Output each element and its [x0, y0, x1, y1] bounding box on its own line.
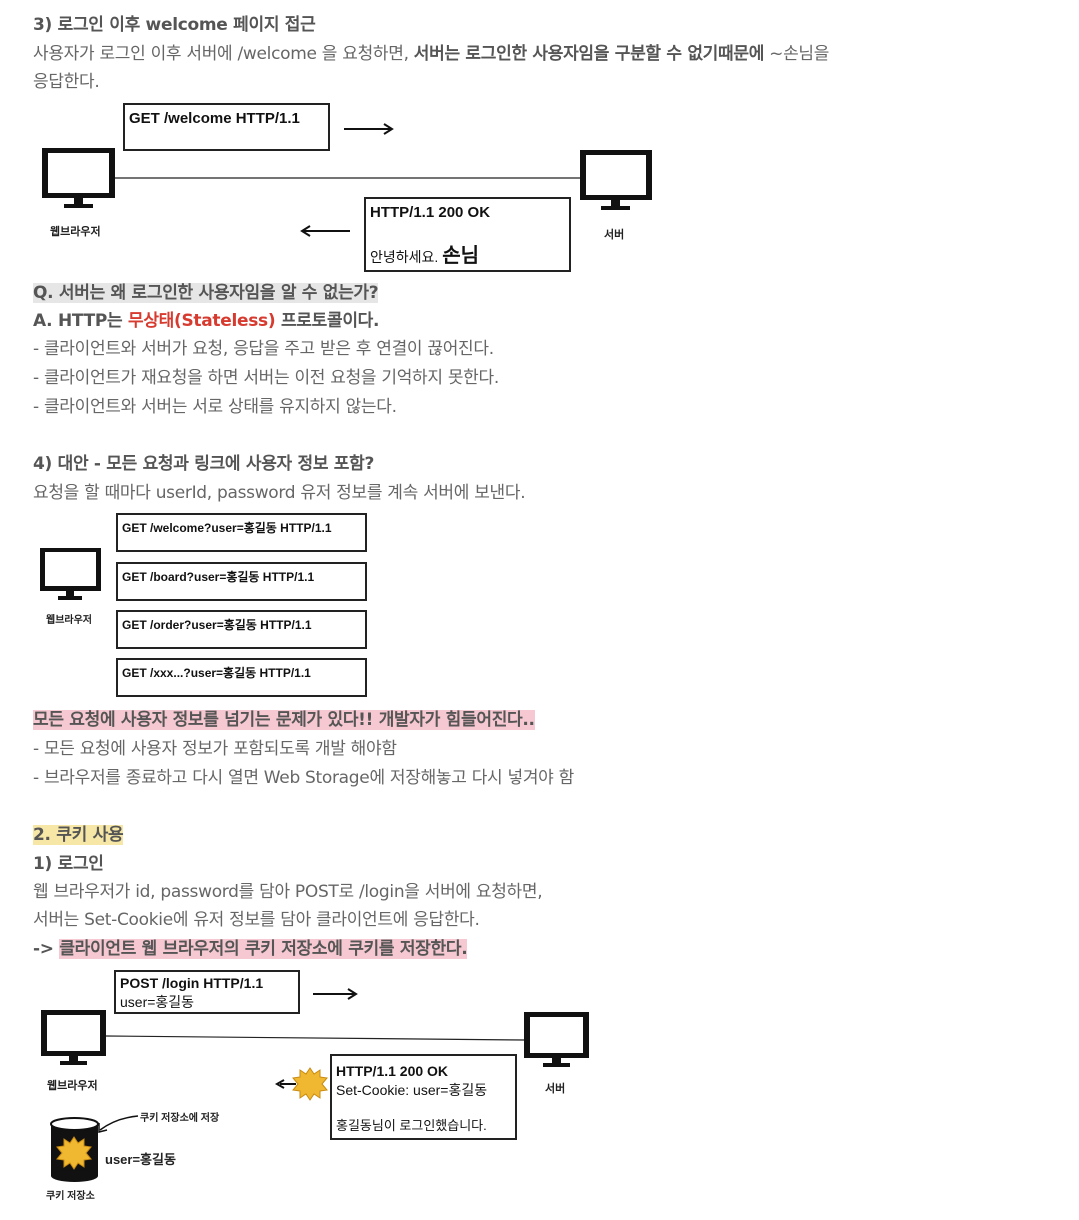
request-text: GET /xxx...?user=홍길동 HTTP/1.1	[122, 666, 311, 680]
arrow-right-icon	[344, 123, 394, 135]
question: Q. 서버는 왜 로그인한 사용자임을 알 수 없는가?	[33, 281, 379, 305]
paragraph: 응답한다.	[33, 72, 100, 92]
list-item: - 모든 요청에 사용자 정보가 포함되도록 개발 해야함	[33, 739, 397, 759]
cookie-storage-icon	[50, 1117, 99, 1182]
arrow-right-icon	[313, 988, 358, 1000]
monitor-icon	[42, 148, 115, 208]
section-title-text: 2. 쿠키 사용	[33, 825, 124, 845]
request-text: GET /welcome?user=홍길동 HTTP/1.1	[122, 521, 332, 535]
request-box: GET /order?user=홍길동 HTTP/1.1	[116, 610, 367, 649]
arrow-left-icon	[300, 225, 350, 237]
text: 사용자가 로그인 이후 서버에 /welcome 을 요청하면,	[33, 44, 414, 64]
arrow-left-icon	[274, 1079, 296, 1089]
paragraph: 서버는 Set-Cookie에 유저 정보를 담아 클라이언트에 응답한다.	[33, 910, 480, 930]
paragraph: 사용자가 로그인 이후 서버에 /welcome 을 요청하면, 서버는 로그인…	[33, 42, 829, 66]
request-box: GET /board?user=홍길동 HTTP/1.1	[116, 562, 367, 601]
monitor-icon	[41, 1010, 106, 1065]
response-body-guest: 손님	[442, 245, 479, 267]
text: ~손님을	[764, 44, 830, 64]
paragraph: 웹 브라우저가 id, password를 담아 POST로 /login을 서…	[33, 882, 543, 902]
list-item: - 클라이언트와 서버가 요청, 응답을 주고 받은 후 연결이 끊어진다.	[33, 339, 494, 359]
request-box: POST /login HTTP/1.1 user=홍길동	[114, 970, 300, 1014]
response-body: 안녕하세요.	[370, 249, 443, 265]
diagram-welcome	[42, 123, 652, 237]
request-body: user=홍길동	[120, 994, 195, 1010]
section-title: 2. 쿠키 사용	[33, 823, 124, 847]
text-red: 무상태(Stateless)	[127, 311, 276, 331]
text: 프로토콜이다.	[275, 311, 380, 331]
request-box: GET /xxx...?user=홍길동 HTTP/1.1	[116, 658, 367, 697]
monitor-icon	[40, 548, 101, 600]
request-text: GET /welcome HTTP/1.1	[129, 110, 300, 127]
request-box: GET /welcome HTTP/1.1	[123, 103, 330, 151]
response-body: 홍길동님이 로그인했습니다.	[336, 1118, 487, 1133]
answer: A. HTTP는 무상태(Stateless) 프로토콜이다.	[33, 309, 379, 333]
browser-label: 웹브라우저	[47, 1080, 98, 1092]
section-title: 4) 대안 - 모든 요청과 링크에 사용자 정보 포함?	[33, 454, 375, 474]
save-label: 쿠키 저장소에 저장	[140, 1113, 220, 1124]
problem-statement: 모든 요청에 사용자 정보를 넘기는 문제가 있다!! 개발자가 힘들어진다..	[33, 708, 535, 732]
arrow-curved-icon	[98, 1115, 139, 1133]
subsection-title: 1) 로그인	[33, 854, 104, 874]
section-title: 3) 로그인 이후 welcome 페이지 접근	[33, 15, 316, 35]
question-text: Q. 서버는 왜 로그인한 사용자임을 알 수 없는가?	[33, 283, 379, 303]
text: ->	[33, 939, 60, 959]
request-line: POST /login HTTP/1.1	[120, 975, 264, 991]
request-text: GET /board?user=홍길동 HTTP/1.1	[122, 570, 315, 584]
response-box: HTTP/1.1 200 OK 안녕하세요. 손님	[364, 197, 571, 272]
paragraph: 요청을 할 때마다 userId, password 유저 정보를 계속 서버에…	[33, 483, 526, 503]
conclusion: -> 클라이언트 웹 브라우저의 쿠키 저장소에 쿠키를 저장한다.	[33, 937, 468, 961]
request-text: GET /order?user=홍길동 HTTP/1.1	[122, 618, 312, 632]
storage-label: 쿠키 저장소	[46, 1191, 95, 1202]
cookie-value: user=홍길동	[105, 1152, 176, 1167]
text: A. HTTP는	[33, 311, 128, 331]
cookie-icon	[292, 1067, 328, 1101]
server-label: 서버	[545, 1083, 566, 1095]
problem-text: 모든 요청에 사용자 정보를 넘기는 문제가 있다!! 개발자가 힘들어진다..	[33, 710, 535, 730]
list-item: - 브라우저를 종료하고 다시 열면 Web Storage에 저장해놓고 다시…	[33, 768, 574, 788]
response-status: HTTP/1.1 200 OK	[370, 204, 491, 221]
response-status: HTTP/1.1 200 OK	[336, 1063, 449, 1079]
response-header: Set-Cookie: user=홍길동	[336, 1082, 488, 1098]
list-item: - 클라이언트가 재요청을 하면 서버는 이전 요청을 기억하지 못한다.	[33, 368, 499, 388]
browser-label: 웹브라우저	[46, 615, 92, 626]
request-box: GET /welcome?user=홍길동 HTTP/1.1	[116, 513, 367, 552]
monitor-icon	[580, 150, 652, 210]
list-item: - 클라이언트와 서버는 서로 상태를 유지하지 않는다.	[33, 397, 397, 417]
monitor-icon	[524, 1012, 589, 1067]
response-box: HTTP/1.1 200 OK Set-Cookie: user=홍길동 홍길동…	[330, 1054, 517, 1140]
server-label: 서버	[604, 229, 625, 241]
connection-line	[105, 1035, 526, 1041]
browser-label: 웹브라우저	[50, 226, 101, 238]
conclusion-text: 클라이언트 웹 브라우저의 쿠키 저장소에 쿠키를 저장한다.	[59, 939, 468, 959]
text-bold: 서버는 로그인한 사용자임을 구분할 수 없기때문에	[413, 44, 765, 64]
